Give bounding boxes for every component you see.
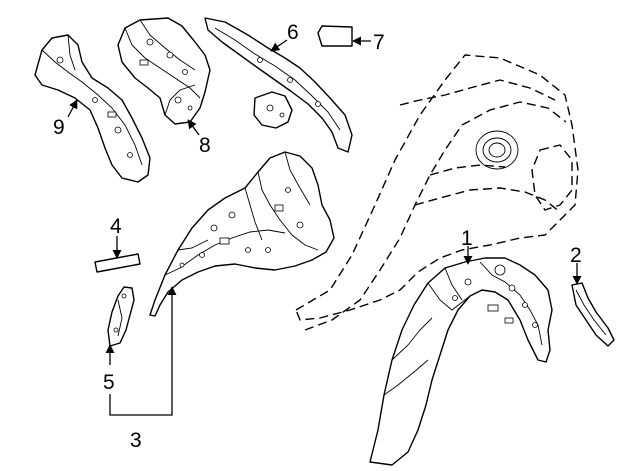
part-3-wheelhouse-inner [149,151,335,317]
part-2-bracket [571,282,615,347]
callout-6: 6 [287,21,299,44]
callout-4: 4 [110,215,122,238]
leader-9 [67,99,78,118]
leader-6 [270,39,288,52]
leader-8 [187,119,200,136]
callout-5: 5 [103,371,115,394]
part-1-wheelhouse-outer [369,257,553,466]
part-9-pillar [34,34,151,183]
leader-lines [67,36,582,416]
part-6-rail [204,17,353,153]
quarter-panel-phantom-outline [295,54,579,331]
part-4-strip [94,253,141,273]
callout-7: 7 [373,31,385,54]
part-5-bracket [107,286,135,347]
callout-3: 3 [130,429,142,452]
callout-1: 1 [461,227,473,250]
part-8-box-bracket [117,17,211,125]
leader-3 [109,286,177,416]
fuel-door-opening [475,130,519,170]
callout-2: 2 [570,244,582,267]
part-7-plate [317,25,353,47]
part-6-lower-bracket [253,91,293,129]
callout-labels: 1 2 3 4 5 6 7 8 9 [53,21,582,452]
callout-8: 8 [199,134,211,157]
callout-9: 9 [53,116,65,139]
